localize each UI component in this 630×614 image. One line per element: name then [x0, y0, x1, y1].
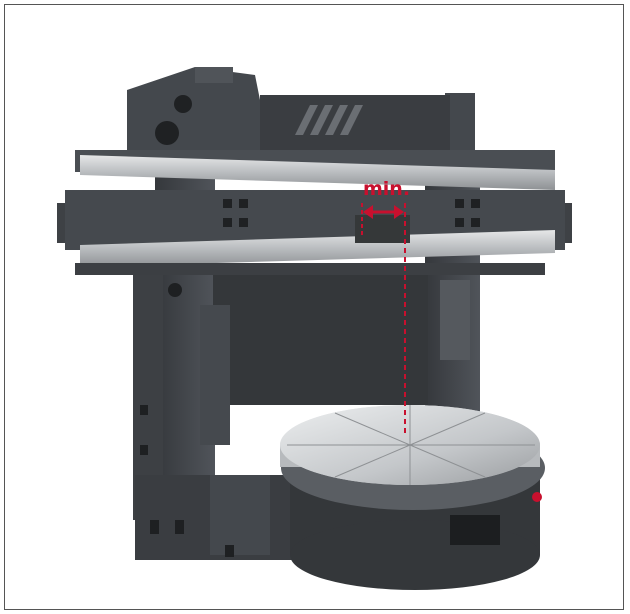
rotary-table [280, 405, 545, 590]
min-label: min. [363, 178, 410, 200]
machine-illustration: min. [57, 67, 572, 590]
dimension-arrow-right [394, 205, 404, 219]
bridge-hole-1 [174, 95, 192, 113]
dimension-arrow-left [363, 205, 373, 219]
red-indicator-light [532, 492, 542, 502]
bridge-hole-2 [155, 121, 179, 145]
image-frame: min. [4, 4, 624, 610]
min-dimension-annotation: min. [361, 178, 410, 435]
machine-base [135, 475, 295, 560]
top-bridge [127, 67, 475, 170]
crossrail [57, 150, 572, 275]
